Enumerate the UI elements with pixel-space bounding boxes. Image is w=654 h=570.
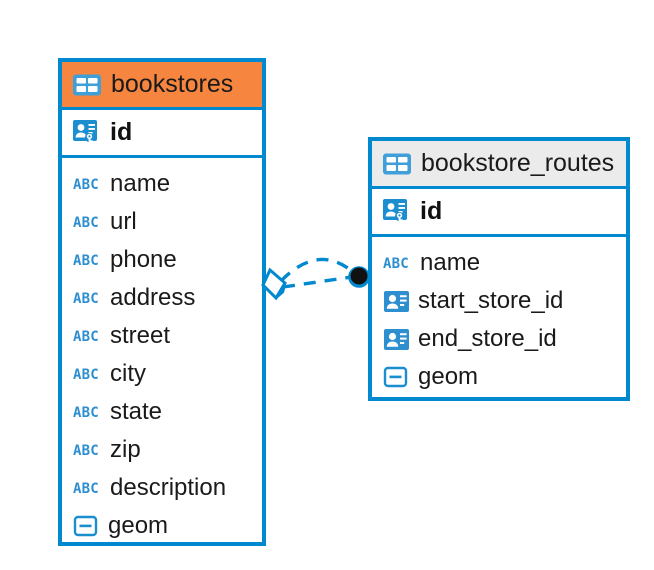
table-icon	[382, 152, 412, 176]
field-row-name[interactable]: ABC name	[372, 244, 626, 282]
abc-text-icon: ABC	[73, 175, 102, 193]
field-label: name	[420, 249, 481, 276]
abc-text-icon: ABC	[73, 441, 102, 459]
primary-key-row-bookstore-routes[interactable]: id	[372, 189, 626, 237]
filled-circle-marker[interactable]	[348, 266, 370, 288]
field-label-id: id	[110, 118, 133, 146]
field-label-id: id	[420, 197, 443, 225]
field-row-phone[interactable]: ABC phone	[62, 241, 262, 279]
field-row-street[interactable]: ABC street	[62, 317, 262, 355]
field-row-url[interactable]: ABC url	[62, 203, 262, 241]
table-icon	[72, 73, 102, 97]
field-label: start_store_id	[418, 287, 564, 314]
field-label: state	[110, 398, 163, 425]
field-row-end-store-id[interactable]: end_store_id	[372, 320, 626, 358]
field-label: geom	[418, 363, 479, 390]
field-row-address[interactable]: ABC address	[62, 279, 262, 317]
entity-header-bookstores[interactable]: bookstores	[62, 62, 262, 110]
abc-text-icon: ABC	[73, 479, 102, 497]
field-label: address	[110, 284, 196, 311]
entity-bookstore-routes[interactable]: bookstore_routes id	[368, 137, 630, 401]
primary-key-icon	[72, 119, 102, 147]
abc-text-icon: ABC	[73, 403, 102, 421]
field-row-geom[interactable]: geom	[62, 507, 262, 545]
field-row-description[interactable]: ABC description	[62, 469, 262, 507]
field-row-name[interactable]: ABC name	[62, 165, 262, 203]
svg-text:ABC: ABC	[73, 215, 99, 231]
field-label: phone	[110, 246, 177, 273]
diamond-marker[interactable]	[261, 267, 287, 301]
primary-key-row-bookstores[interactable]: id	[62, 110, 262, 158]
field-label: end_store_id	[418, 325, 557, 352]
entity-title-bookstores: bookstores	[111, 70, 234, 98]
entity-title-bookstore-routes: bookstore_routes	[421, 149, 615, 177]
abc-text-icon: ABC	[73, 327, 102, 345]
field-label: geom	[108, 512, 169, 539]
foreign-key-icon	[383, 327, 410, 352]
svg-text:ABC: ABC	[73, 253, 99, 269]
abc-text-icon: ABC	[73, 251, 102, 269]
relationship-line-straight[interactable]	[282, 275, 353, 289]
field-row-geom[interactable]: geom	[372, 358, 626, 396]
field-list-bookstores: ABC name ABC url ABC	[62, 158, 262, 553]
relationship-line-arc[interactable]	[279, 257, 355, 283]
abc-text-icon: ABC	[73, 365, 102, 383]
field-label: city	[110, 360, 146, 387]
field-row-start-store-id[interactable]: start_store_id	[372, 282, 626, 320]
abc-text-icon: ABC	[73, 213, 102, 231]
svg-text:ABC: ABC	[73, 481, 99, 497]
field-label: name	[110, 170, 171, 197]
field-label: description	[110, 474, 227, 501]
svg-text:ABC: ABC	[73, 367, 99, 383]
svg-text:ABC: ABC	[73, 177, 99, 193]
field-row-city[interactable]: ABC city	[62, 355, 262, 393]
svg-text:ABC: ABC	[383, 256, 409, 272]
entity-header-bookstore-routes[interactable]: bookstore_routes	[372, 141, 626, 189]
abc-text-icon: ABC	[73, 289, 102, 307]
field-label: zip	[110, 436, 141, 463]
geometry-icon	[383, 365, 410, 389]
entity-bookstores[interactable]: bookstores id	[58, 58, 266, 546]
primary-key-icon	[382, 198, 412, 226]
geometry-icon	[73, 514, 100, 538]
foreign-key-icon	[383, 289, 410, 314]
svg-text:ABC: ABC	[73, 405, 99, 421]
abc-text-icon: ABC	[383, 254, 412, 272]
svg-text:ABC: ABC	[73, 291, 99, 307]
field-row-state[interactable]: ABC state	[62, 393, 262, 431]
field-list-bookstore-routes: ABC name start_store_id	[372, 237, 626, 404]
svg-text:ABC: ABC	[73, 443, 99, 459]
svg-text:ABC: ABC	[73, 329, 99, 345]
field-label: street	[110, 322, 171, 349]
field-row-zip[interactable]: ABC zip	[62, 431, 262, 469]
field-label: url	[110, 208, 137, 235]
